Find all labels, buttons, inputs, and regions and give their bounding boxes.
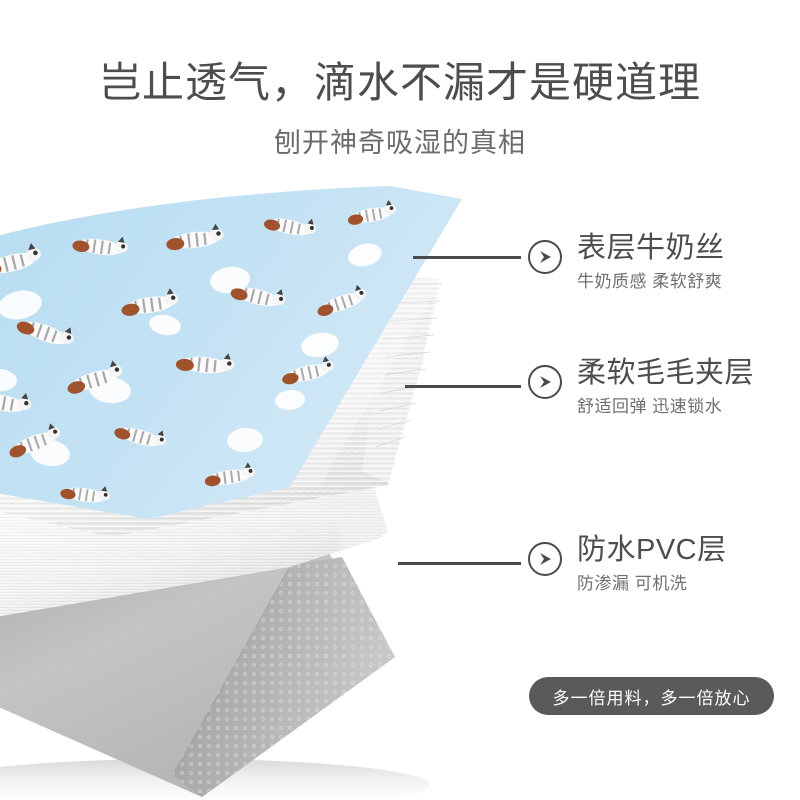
tagline-text: 多一倍用料，多一倍放心	[552, 688, 751, 708]
circle-arrow-right-icon	[528, 240, 562, 274]
page-title: 岂止透气，滴水不漏才是硬道理	[98, 59, 701, 106]
leader-line-layer-2	[405, 385, 521, 388]
callout-subtitle: 牛奶质感 柔软舒爽	[577, 272, 723, 292]
callout-text-block: 防水PVC层 防渗漏 可机洗	[577, 534, 727, 595]
callout-top-layer: 表层牛奶丝 牛奶质感 柔软舒爽	[528, 232, 725, 293]
callout-subtitle: 舒适回弹 迅速锁水	[577, 397, 723, 417]
callout-title: 表层牛奶丝	[577, 232, 725, 264]
callout-title: 柔软毛毛夹层	[577, 357, 755, 389]
leader-line-layer-1	[413, 256, 521, 259]
callout-text-block: 表层牛奶丝 牛奶质感 柔软舒爽	[577, 232, 725, 293]
blue-fabric-layer-shape	[0, 186, 462, 519]
circle-arrow-right-icon	[528, 365, 562, 399]
circle-arrow-right-icon	[528, 542, 562, 576]
zebra-print-motifs	[0, 200, 396, 503]
callout-bottom-layer: 防水PVC层 防渗漏 可机洗	[528, 534, 727, 595]
callout-middle-layer: 柔软毛毛夹层 舒适回弹 迅速锁水	[528, 357, 754, 418]
leader-line-layer-3	[398, 562, 521, 565]
page-subtitle: 刨开神奇吸湿的真相	[274, 128, 526, 158]
callout-subtitle: 防渗漏 可机洗	[577, 574, 688, 594]
callout-title: 防水PVC层	[577, 534, 727, 566]
tagline-banner: 多一倍用料，多一倍放心	[529, 677, 774, 715]
callout-text-block: 柔软毛毛夹层 舒适回弹 迅速锁水	[577, 357, 754, 418]
product-layer-illustration	[0, 185, 510, 800]
